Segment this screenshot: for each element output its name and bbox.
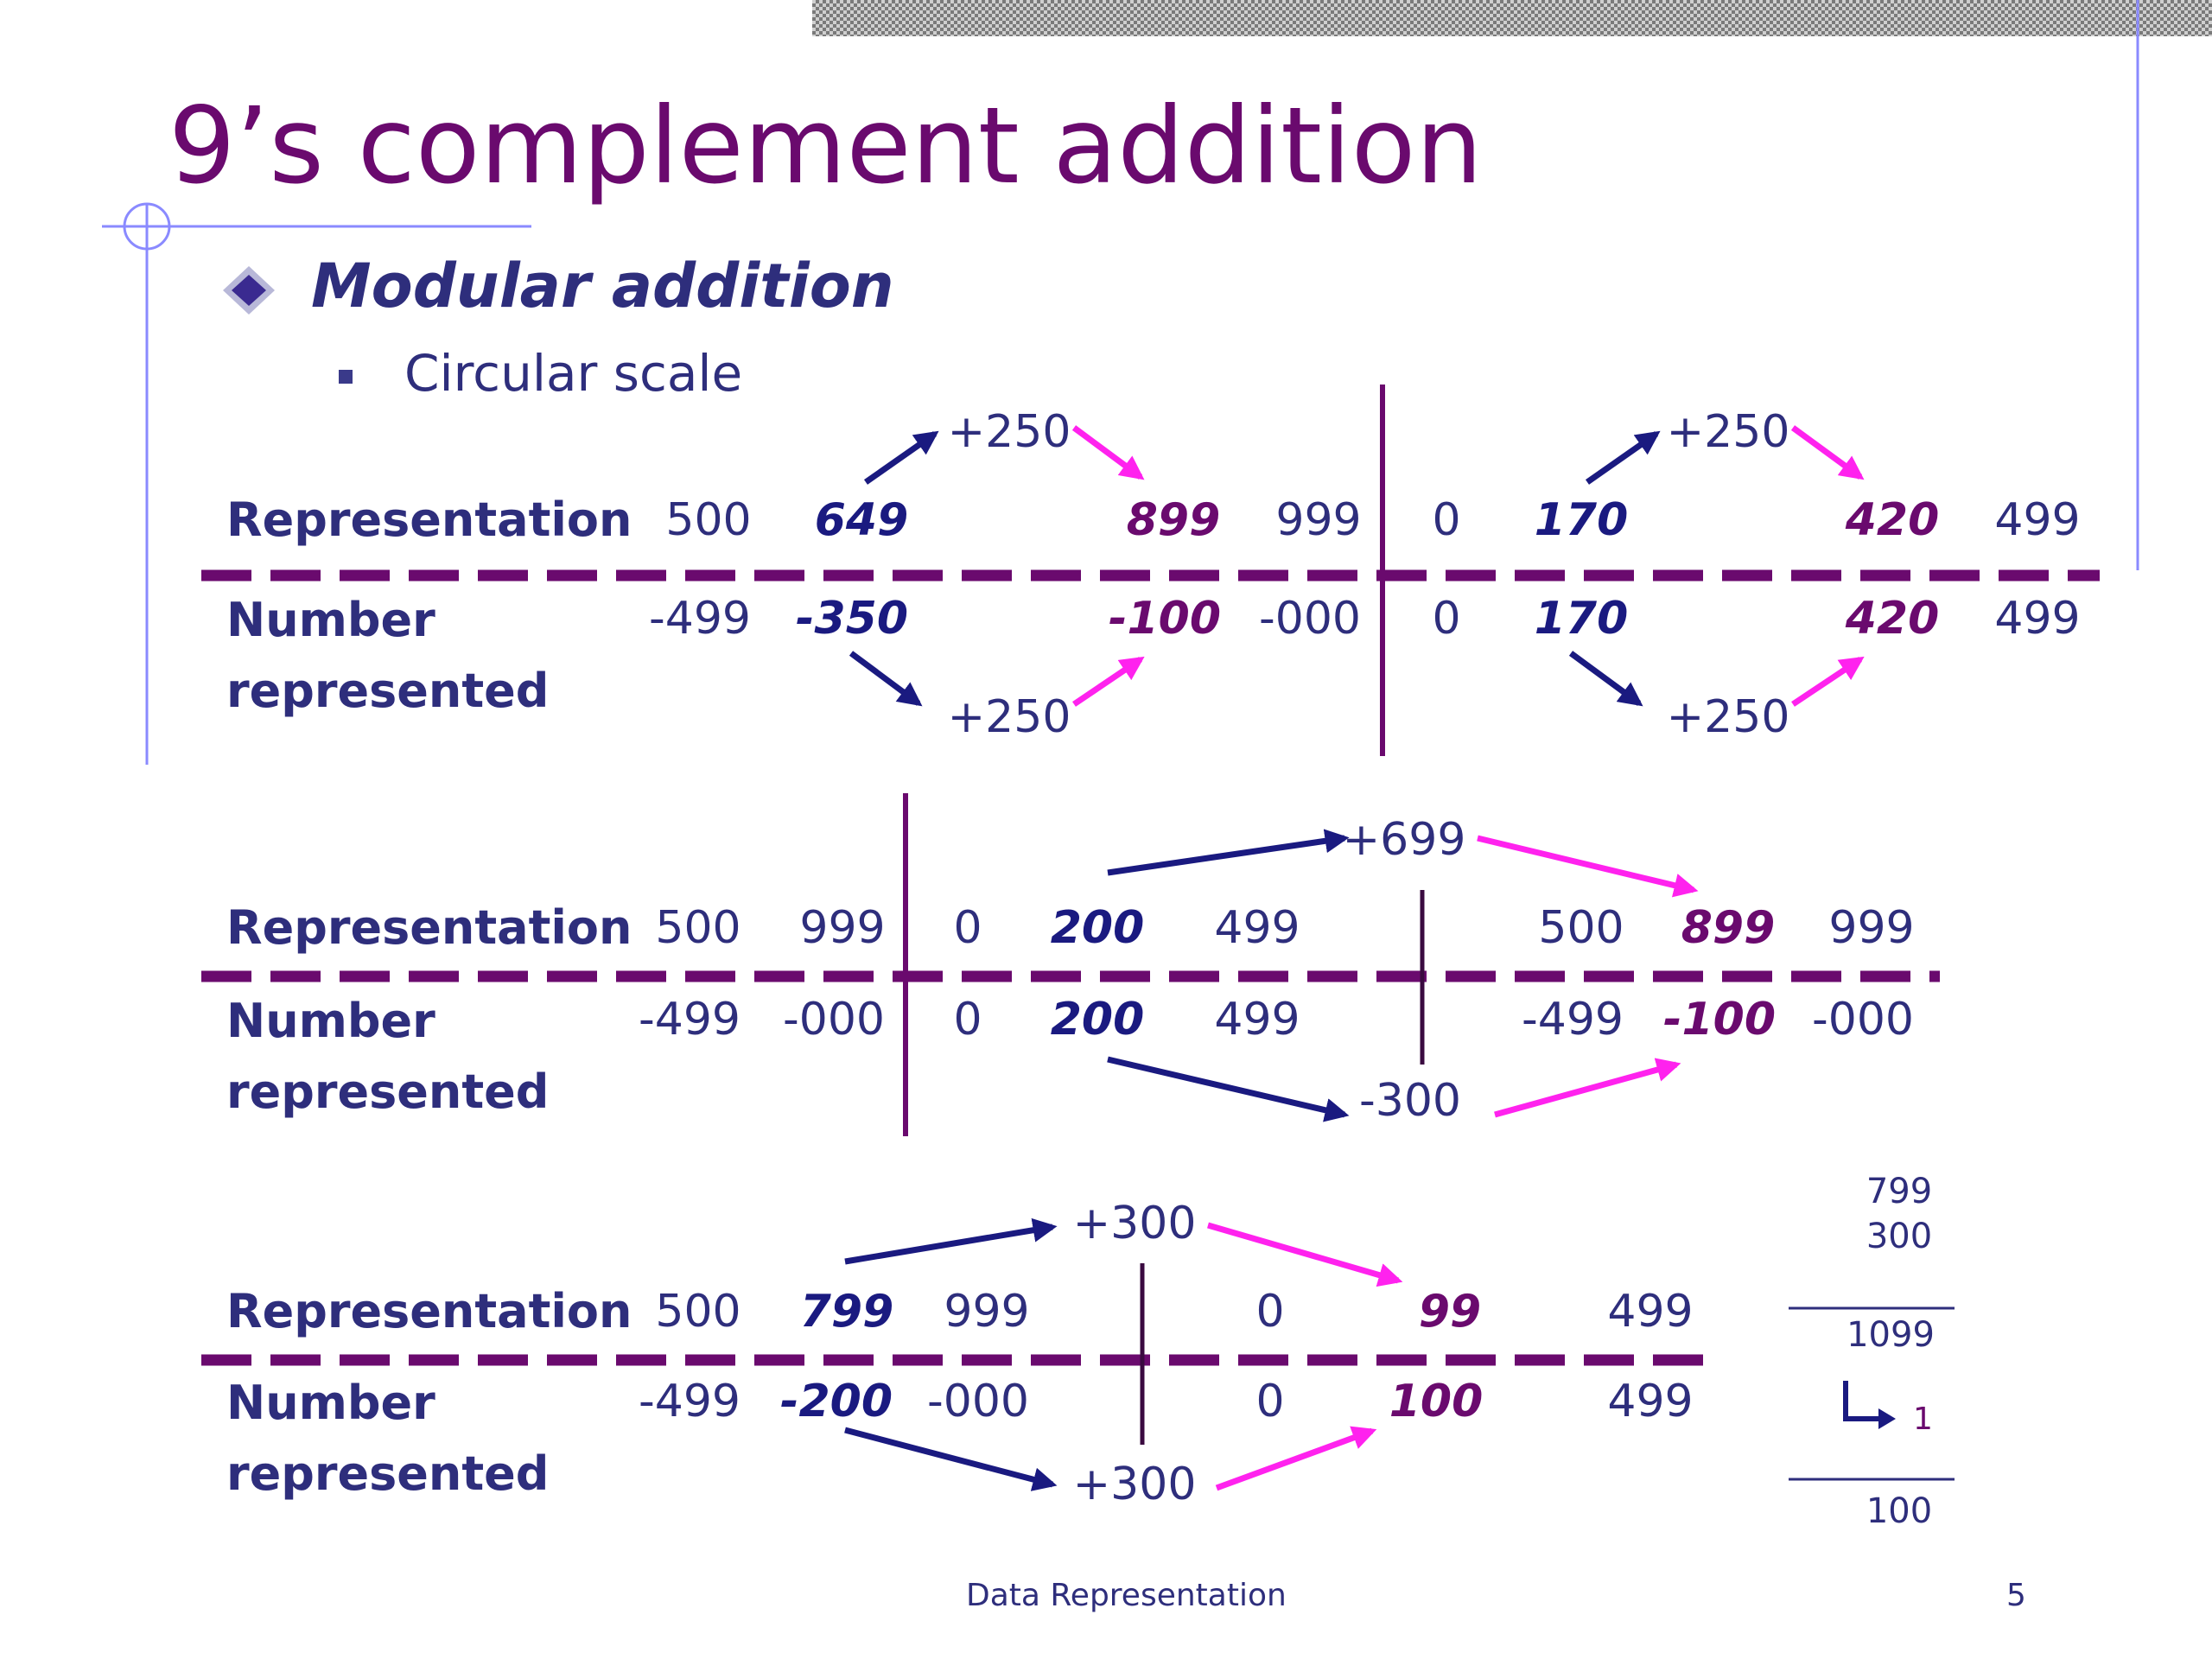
panel2-num-value: -499 — [638, 994, 741, 1046]
carry-arrow-icon — [1843, 1381, 1896, 1429]
panel1-rep-value: 999 — [1275, 494, 1362, 546]
panel1-arrow-label: +250 — [1666, 691, 1790, 743]
panel3-rep-value: 799 — [799, 1286, 894, 1338]
panel3-num-value: -200 — [779, 1376, 893, 1427]
panel1-rep-value: 170 — [1534, 494, 1629, 546]
panel2-arrow-bottom-navy — [1107, 1056, 1350, 1122]
panel1-label-number: Number — [226, 593, 435, 647]
panel3-label-number: Number — [226, 1376, 435, 1430]
panel2-num-value: -499 — [1521, 994, 1624, 1046]
panel1-label-representation: Representation — [226, 493, 632, 547]
panel1-rep-value: 420 — [1845, 494, 1940, 546]
panel1-arrow-label: +250 — [947, 406, 1071, 458]
panel1-num-value: 420 — [1845, 593, 1940, 645]
panel3-arrow-label-bottom: +300 — [1072, 1459, 1197, 1510]
panel2-arrow-label-bottom: -300 — [1358, 1075, 1461, 1127]
panel1-num-value: -350 — [795, 593, 909, 645]
panel3-label-representation: Representation — [226, 1284, 632, 1338]
panel3-arrow-bottom-navy — [844, 1427, 1058, 1491]
panel1-rep-value: 649 — [814, 494, 909, 546]
panel1-rep-value: 899 — [1126, 494, 1221, 546]
panel3-label-represented: represented — [226, 1446, 550, 1501]
panel2-rep-value: 999 — [799, 902, 886, 954]
panel3-rep-value: 999 — [944, 1286, 1030, 1338]
panel2-arrow-top-navy — [1107, 829, 1350, 876]
calc-carry: 1 — [1913, 1402, 1933, 1437]
panel2-rep-value: 499 — [1214, 902, 1300, 954]
panel1-arrow-up-right — [1585, 430, 1661, 485]
panel2-label-represented: represented — [226, 1065, 550, 1119]
panel3-arrow-top-navy — [844, 1217, 1058, 1265]
panel1-arrow-label: +250 — [1666, 406, 1790, 458]
panel2-label-representation: Representation — [226, 900, 632, 955]
panel2-num-value: 0 — [953, 994, 982, 1046]
panel1-num-value: 0 — [1432, 593, 1461, 645]
panel2-arrow-label-top: +699 — [1342, 814, 1466, 866]
panel2-num-value: -100 — [1662, 994, 1777, 1046]
panel3-num-value: -499 — [638, 1376, 741, 1427]
panel3-arrow-label-top: +300 — [1072, 1198, 1197, 1249]
panel2-arrow-bottom-magenta — [1494, 1058, 1681, 1118]
square-bullet-icon — [339, 370, 353, 384]
panel1-num-value: -499 — [648, 593, 751, 645]
panel1-num-value: 499 — [1994, 593, 2081, 645]
panel1-num-value: -100 — [1108, 593, 1222, 645]
panel1-arrow-rise-right — [1791, 656, 1865, 707]
panel1-arrow-dn-right — [1568, 651, 1643, 707]
panel2-label-number: Number — [226, 994, 435, 1048]
panel1-num-value: -000 — [1258, 593, 1361, 645]
panel3-rep-value: 500 — [655, 1286, 741, 1338]
panel2-rep-value: 999 — [1828, 902, 1915, 954]
panel2-rep-value: 899 — [1681, 902, 1776, 954]
panel3-num-value: 100 — [1389, 1376, 1484, 1427]
panel1-num-value: 170 — [1534, 593, 1629, 645]
panel2-rep-value: 200 — [1050, 902, 1145, 954]
calc-sum: 1099 — [1847, 1315, 1935, 1355]
panel2-num-value: 200 — [1050, 994, 1145, 1046]
bullet-modular-addition: Modular addition — [311, 251, 894, 321]
calc-addend-a: 799 — [1866, 1172, 1933, 1211]
panel3-arrow-bottom-magenta — [1215, 1426, 1377, 1491]
panel2-num-value: 499 — [1214, 994, 1300, 1046]
calc-result: 100 — [1866, 1491, 1933, 1531]
calc-addend-b: 300 — [1866, 1217, 1933, 1256]
page-number: 5 — [2006, 1578, 2026, 1613]
panel1-arrow-down-left — [1071, 425, 1145, 480]
panel2-num-value: -000 — [1811, 994, 1914, 1046]
slide-title: 9’s complement addition — [168, 85, 1483, 207]
panel3-num-value: 499 — [1607, 1376, 1694, 1427]
header-pattern-band — [812, 0, 2212, 36]
panel1-rep-value: 500 — [665, 494, 752, 546]
panel3-rep-value: 99 — [1418, 1286, 1482, 1338]
subbullet-circular-scale: Circular scale — [404, 344, 743, 403]
panel2-rep-value: 0 — [953, 902, 982, 954]
panel2-arrow-top-magenta — [1477, 835, 1699, 898]
panel1-rep-value: 499 — [1994, 494, 2081, 546]
panel1-arrow-label: +250 — [947, 691, 1071, 743]
diamond-bullet-icon — [223, 266, 275, 315]
panel1-arrow-up-left — [863, 430, 939, 485]
crosshair-ornament — [123, 202, 171, 251]
panel1-arrow-down-right — [1790, 425, 1865, 480]
footer-text: Data Representation — [966, 1578, 1287, 1613]
panel2-rep-value: 500 — [655, 902, 741, 954]
panel3-num-value: 0 — [1255, 1376, 1285, 1427]
panel3-num-value: -000 — [926, 1376, 1029, 1427]
panel1-arrow-rise-left — [1072, 656, 1145, 707]
panel3-rep-value: 499 — [1607, 1286, 1694, 1338]
panel2-rep-value: 500 — [1538, 902, 1624, 954]
panel1-label-represented: represented — [226, 664, 550, 718]
panel2-num-value: -000 — [782, 994, 885, 1046]
panel3-arrow-top-magenta — [1207, 1222, 1403, 1287]
panel3-rep-value: 0 — [1255, 1286, 1285, 1338]
panel1-arrow-dn-left — [849, 651, 923, 707]
panel1-rep-value: 0 — [1432, 494, 1461, 546]
